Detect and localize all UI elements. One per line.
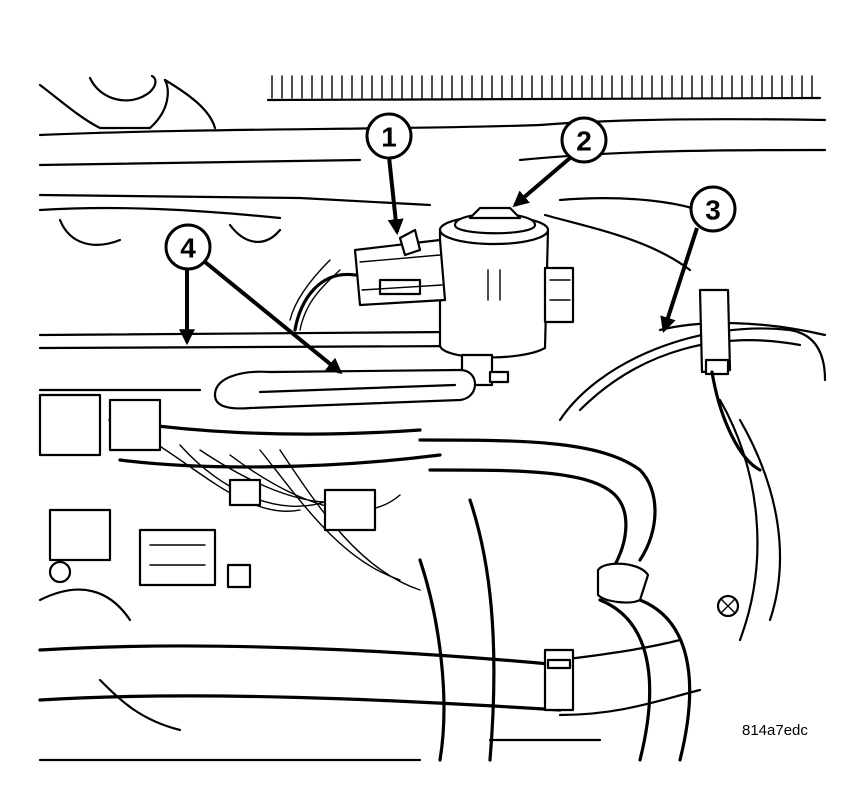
callout-3: 3	[689, 185, 737, 233]
callout-1-label: 1	[381, 122, 397, 153]
callout-2: 2	[560, 116, 608, 164]
vacuum-canister	[438, 206, 575, 387]
leader-lines	[179, 156, 699, 375]
wire-harness	[38, 393, 442, 591]
callout-4-label: 4	[180, 233, 196, 264]
brake-booster	[558, 321, 827, 642]
callout-4: 4	[164, 223, 212, 271]
callout-1: 1	[365, 112, 413, 160]
vacuum-hose	[213, 368, 476, 410]
booster-vacuum-hose	[418, 288, 762, 604]
electrical-connector	[289, 228, 447, 332]
ribbed-cover	[266, 75, 822, 102]
background-structure	[38, 74, 827, 762]
callout-3-label: 3	[705, 195, 721, 226]
callout-2-label: 2	[576, 126, 592, 157]
figure-code: 814a7edc	[742, 722, 808, 739]
